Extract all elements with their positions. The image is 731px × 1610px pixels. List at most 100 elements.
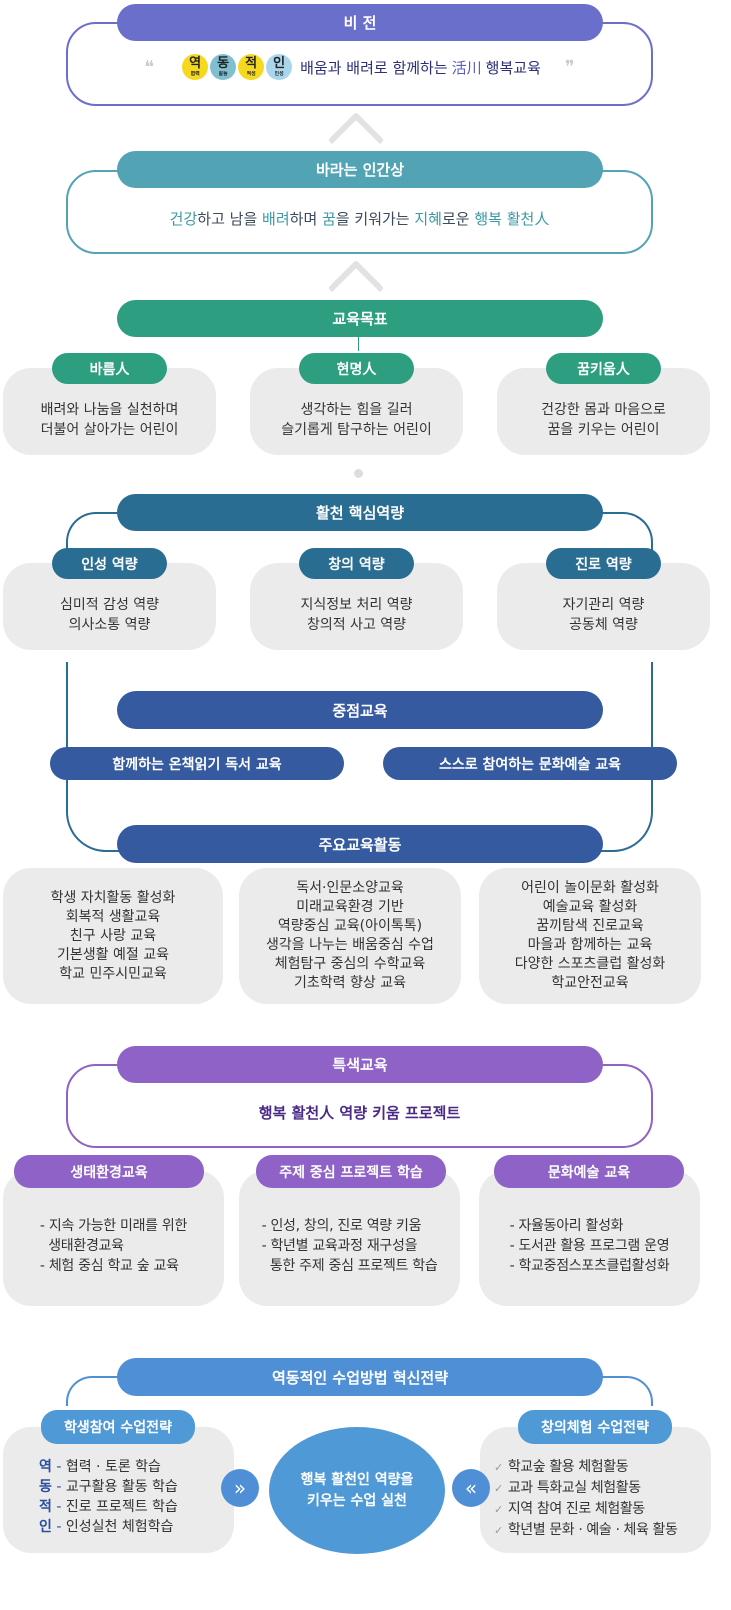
strategy-right-item: ✓학교숲 활용 체험활동 [494, 1457, 629, 1478]
activity-line: 예술교육 활성화 [542, 899, 638, 915]
goals-line: 생각하는 힘을 길러 [300, 401, 413, 418]
strategy-value: 교과 특화교실 체험활동 [507, 1480, 641, 1496]
badge-sub: 적성 [246, 71, 256, 77]
activity-line: 어린이 놀이문화 활성화 [521, 880, 659, 896]
dash: - [51, 1459, 66, 1475]
special-line: - 학년별 교육과정 재구성을 [261, 1238, 418, 1254]
special-line: - 체험 중심 학교 숲 교육 [39, 1258, 179, 1274]
strategy-value: 학교숲 활용 체험활동 [507, 1459, 629, 1475]
special-line: - 학교중점스포츠클럽활성화 [509, 1258, 670, 1274]
core-line: 자기관리 역량 [562, 596, 645, 613]
arrow-right-icon: » [221, 1469, 259, 1507]
right-strategy-badge: 창의체험 수업전략 [518, 1410, 672, 1444]
special-badge: 생태환경교육 [14, 1155, 204, 1188]
goals-line: 꿈을 키우는 어린이 [547, 421, 660, 438]
vision-text: 배움과 배려로 함께하는 [300, 58, 448, 77]
close-quote-icon: ❞ [564, 56, 575, 78]
strategy-left-item: 적 - 진로 프로젝트 학습 [39, 1497, 178, 1517]
strategy-value: 인성실천 체험학습 [65, 1519, 174, 1535]
badge-sub: 협력 [190, 71, 200, 77]
core-badge: 창의 역량 [299, 548, 414, 579]
badge-char: 동 [217, 56, 230, 71]
connector [358, 337, 359, 351]
special-card: - 자율동아리 활성화- 도서관 활용 프로그램 운영- 학교중점스포츠클럽활성… [479, 1170, 700, 1306]
human-part: 지혜 [414, 210, 442, 228]
dash: - [51, 1499, 66, 1515]
focus-title: 중점교육 [117, 691, 603, 729]
special-line: 생태환경교육 [39, 1238, 124, 1254]
goals-title: 교육목표 [117, 300, 603, 337]
strategy-left-item: 동 - 교구활용 활동 학습 [39, 1477, 178, 1497]
activity-line: 마을과 함께하는 교육 [527, 937, 653, 953]
activity-line: 회복적 생활교육 [65, 908, 161, 925]
focus-item-arts: 스스로 참여하는 문화예술 교육 [383, 747, 677, 780]
special-text: 행복 활천人 역량 키움 프로젝트 [258, 1104, 461, 1122]
focus-item-reading: 함께하는 온책읽기 독서 교육 [50, 747, 344, 780]
special-line: 통한 주제 중심 프로젝트 학습 [261, 1258, 438, 1274]
human-part: 을 키워가는 [335, 210, 415, 228]
vision-text2: 행복교육 [485, 58, 541, 77]
activity-line: 학교 민주시민교육 [59, 965, 167, 982]
center-circle: 행복 활천인 역량을 키우는 수업 실천 [269, 1427, 445, 1554]
check-icon: ✓ [494, 1482, 503, 1495]
human-part: 건강 [169, 210, 198, 228]
core-badge: 인성 역량 [52, 548, 167, 579]
special-card: - 인성, 창의, 진로 역량 키움 - 학년별 교육과정 재구성을 통한 주제 … [239, 1170, 460, 1306]
activity-line: 생각을 나누는 배움중심 수업 [266, 937, 434, 953]
core-line: 공동체 역량 [569, 616, 638, 633]
open-quote-icon: ❝ [144, 56, 155, 78]
human-part: 행복 활천人 [474, 210, 550, 228]
human-title: 바라는 인간상 [117, 151, 603, 188]
dash: - [51, 1519, 66, 1535]
special-line: - 인성, 창의, 진로 역량 키움 [261, 1218, 422, 1234]
goals-badge: 바름人 [52, 353, 167, 384]
core-badge: 진로 역량 [546, 548, 661, 579]
strategy-key: 인 [39, 1519, 52, 1535]
activity-line: 역량중심 교육(아이톡톡) [277, 918, 423, 934]
goals-badge: 현명人 [299, 353, 414, 384]
human-part: 하고 남을 [197, 210, 263, 228]
special-list: - 자율동아리 활성화- 도서관 활용 프로그램 운영- 학교중점스포츠클럽활성… [510, 1216, 670, 1276]
activity-line: 다양한 스포츠클럽 활성화 [514, 956, 666, 972]
activity-line: 학교안전교육 [551, 975, 629, 991]
arrow-left-icon: « [452, 1469, 490, 1507]
check-icon: ✓ [494, 1503, 503, 1516]
special-line: - 도서관 활용 프로그램 운영 [509, 1238, 670, 1254]
special-badge: 주제 중심 프로젝트 학습 [256, 1155, 446, 1188]
activity-line: 학생 자치활동 활성화 [50, 889, 176, 906]
goals-line: 건강한 몸과 마음으로 [541, 401, 666, 418]
vision-hanja: 活川 [451, 58, 482, 77]
strategy-key: 동 [39, 1479, 52, 1495]
core-line: 지식정보 처리 역량 [300, 596, 413, 613]
activity-line: 기본생활 예절 교육 [57, 946, 169, 963]
dash: - [51, 1479, 66, 1495]
goals-line: 배려와 나눔을 실천하며 [40, 401, 179, 418]
activity-line: 기초학력 향상 교육 [294, 975, 406, 991]
strategy-value: 교구활용 활동 학습 [65, 1479, 178, 1495]
badge-sub: 활동 [218, 71, 228, 77]
core-title: 활천 핵심역량 [117, 494, 603, 531]
check-icon: ✓ [494, 1524, 503, 1537]
activity-line: 미래교육환경 기반 [296, 899, 404, 915]
strategy-value: 학년별 문화 · 예술 · 체육 활동 [507, 1522, 678, 1538]
core-line: 의사소통 역량 [68, 616, 151, 633]
special-list: - 인성, 창의, 진로 역량 키움 - 학년별 교육과정 재구성을 통한 주제 … [262, 1216, 438, 1276]
goals-badge: 꿈키움人 [546, 353, 661, 384]
strategy-value: 협력 · 토론 학습 [65, 1459, 161, 1475]
right-strategy-card: ✓학교숲 활용 체험활동✓교과 특화교실 체험활동✓지역 참여 진로 체험활동✓… [480, 1427, 711, 1553]
human-part: 꿈 [322, 210, 336, 228]
strategy-key: 역 [39, 1459, 52, 1475]
strategy-value: 진로 프로젝트 학습 [65, 1499, 178, 1515]
strategy-left-item: 인 - 인성실천 체험학습 [39, 1517, 173, 1537]
activity-line: 친구 사랑 교육 [69, 927, 157, 944]
special-title: 특색교육 [117, 1046, 603, 1083]
